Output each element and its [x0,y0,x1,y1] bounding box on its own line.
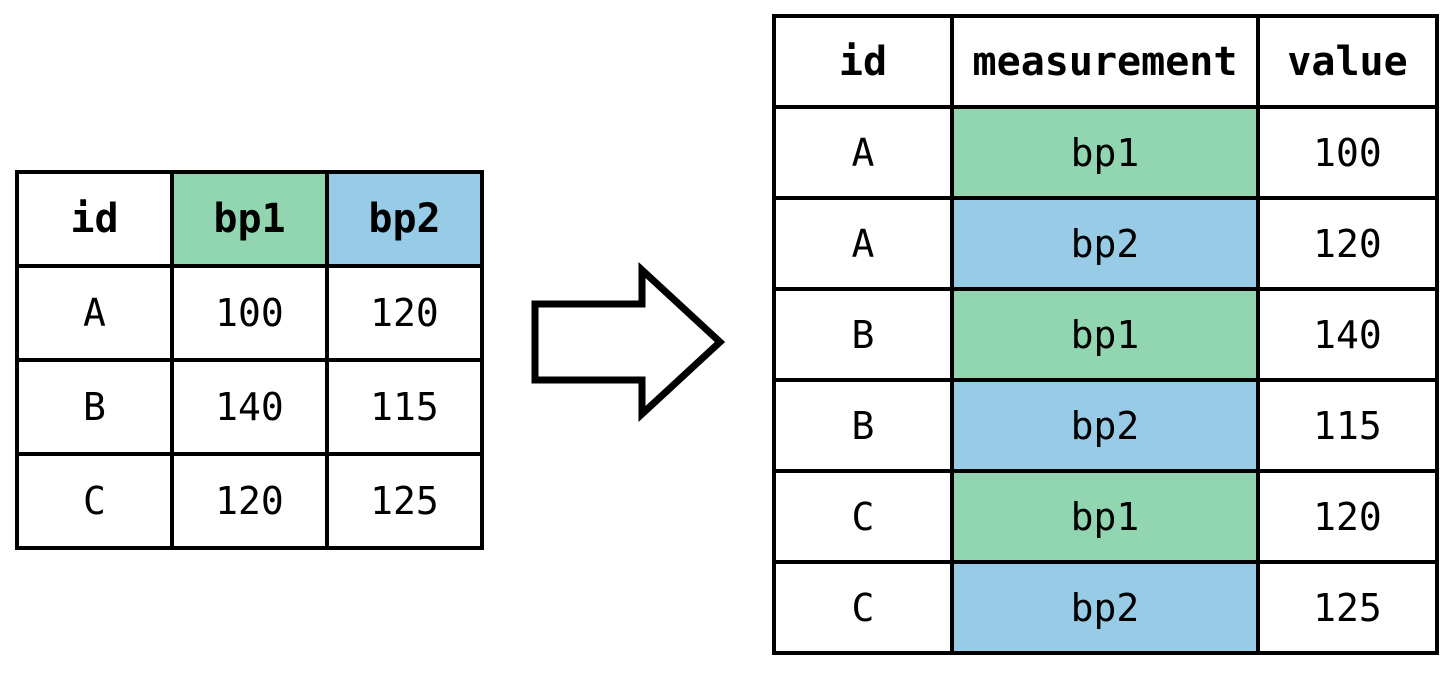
long-cell-id: B [772,378,954,473]
table-row: A bp1 100 [772,105,1439,200]
wide-cell-id: A [15,264,174,362]
long-cell-measurement: bp1 [950,287,1260,382]
table-row: C bp1 120 [772,469,1439,564]
wide-header-bp2: bp2 [325,170,484,268]
table-row: A 100 120 [15,264,484,362]
long-cell-measurement: bp2 [950,196,1260,291]
transform-arrow [530,262,725,422]
table-header-row: id measurement value [772,14,1439,109]
wide-cell-bp1: 140 [170,358,329,456]
long-cell-measurement: bp1 [950,469,1260,564]
wide-cell-id: C [15,452,174,550]
long-cell-measurement: bp2 [950,560,1260,655]
wide-header-bp1: bp1 [170,170,329,268]
wide-cell-bp2: 120 [325,264,484,362]
table-row: B 140 115 [15,358,484,456]
long-cell-id: A [772,196,954,291]
long-cell-id: B [772,287,954,382]
long-header-value: value [1256,14,1439,109]
long-format-table: id measurement value A bp1 100 A bp2 120… [772,14,1439,655]
wide-cell-bp2: 115 [325,358,484,456]
table-row: A bp2 120 [772,196,1439,291]
long-cell-value: 120 [1256,196,1439,291]
right-block-arrow-icon [531,262,725,422]
long-cell-value: 140 [1256,287,1439,382]
wide-format-table: id bp1 bp2 A 100 120 B 140 115 C 120 125 [15,170,484,550]
table-header-row: id bp1 bp2 [15,170,484,268]
long-header-measurement: measurement [950,14,1260,109]
wide-cell-bp2: 125 [325,452,484,550]
wide-cell-bp1: 100 [170,264,329,362]
long-cell-value: 100 [1256,105,1439,200]
long-cell-value: 120 [1256,469,1439,564]
wide-cell-id: B [15,358,174,456]
long-cell-id: C [772,560,954,655]
long-cell-value: 115 [1256,378,1439,473]
long-header-id: id [772,14,954,109]
long-cell-id: C [772,469,954,564]
wide-cell-bp1: 120 [170,452,329,550]
table-row: B bp2 115 [772,378,1439,473]
long-cell-measurement: bp2 [950,378,1260,473]
table-row: B bp1 140 [772,287,1439,382]
table-row: C bp2 125 [772,560,1439,655]
table-row: C 120 125 [15,452,484,550]
wide-header-id: id [15,170,174,268]
long-cell-measurement: bp1 [950,105,1260,200]
long-cell-id: A [772,105,954,200]
long-cell-value: 125 [1256,560,1439,655]
